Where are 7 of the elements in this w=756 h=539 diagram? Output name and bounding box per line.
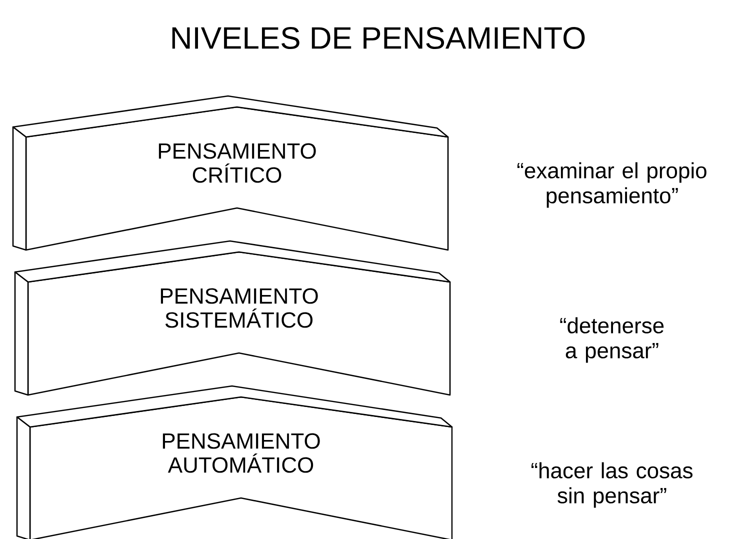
chevron-block: PENSAMIENTO SISTEMÁTICO xyxy=(14,240,451,396)
chevron-block: PENSAMIENTO CRÍTICO xyxy=(12,95,449,251)
quote-text: “detenerse a pensar” xyxy=(560,317,664,363)
chevron-block: PENSAMIENTO AUTOMÁTICO xyxy=(16,385,453,539)
quote-text: “hacer las cosas sin pensar” xyxy=(532,462,692,508)
title: NIVELES DE PENSAMIENTO xyxy=(172,27,585,49)
quote-text: “examinar el propio pensamiento” xyxy=(517,162,706,208)
